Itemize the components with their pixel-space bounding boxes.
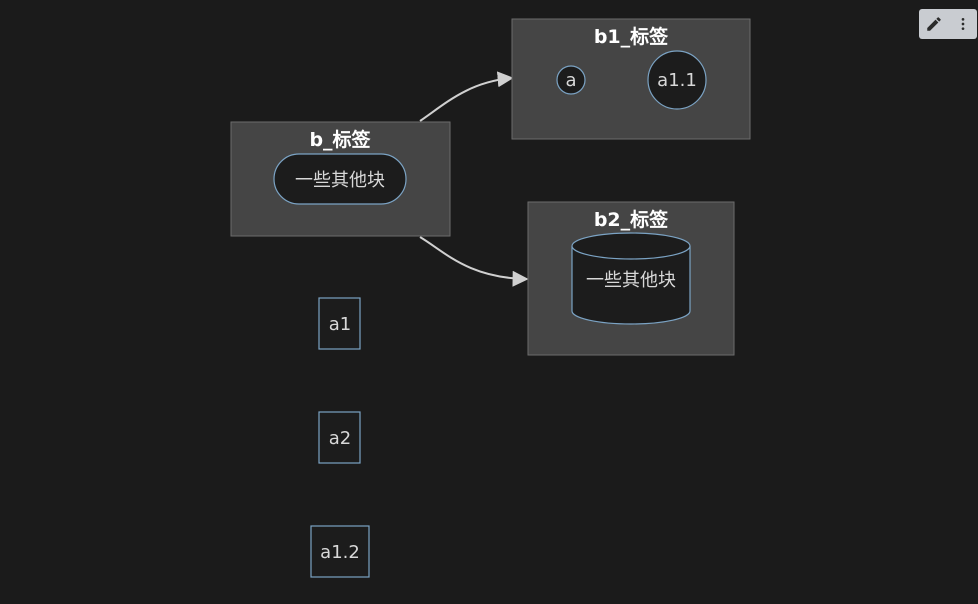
node-a2[interactable]: a2 [318, 411, 361, 464]
cluster-b2-title: b2_标签 [594, 208, 669, 231]
cluster-b-title: b_标签 [309, 128, 371, 151]
cluster-b[interactable]: b_标签 一些其他块 [230, 121, 451, 237]
node-cylinder-label: 一些其他块 [586, 270, 676, 291]
node-a1[interactable]: a1 [318, 297, 361, 350]
edge-b-to-b1 [419, 71, 514, 122]
node-a1-label: a1 [329, 314, 351, 335]
edge-b-to-b2 [419, 236, 529, 287]
diagram-toolbar [919, 9, 977, 39]
edit-button[interactable] [922, 12, 946, 36]
cluster-b1-title: b1_标签 [594, 25, 669, 48]
node-stadium-label: 一些其他块 [295, 170, 385, 191]
node-circle-a1-1-label: a1.1 [657, 70, 697, 91]
cluster-b1[interactable]: b1_标签 a a1.1 [511, 18, 751, 140]
node-cylinder[interactable]: 一些其他块 [571, 232, 691, 325]
node-a1-2[interactable]: a1.2 [310, 525, 370, 578]
node-a1-2-label: a1.2 [320, 542, 360, 563]
pencil-icon [926, 17, 941, 31]
node-circle-a1-1[interactable]: a1.1 [647, 50, 707, 110]
cluster-b2[interactable]: b2_标签 一些其他块 [527, 201, 735, 356]
node-circle-a[interactable]: a [556, 65, 586, 95]
more-vertical-icon [961, 18, 964, 30]
more-options-button[interactable] [951, 12, 975, 36]
node-stadium[interactable]: 一些其他块 [273, 153, 407, 205]
node-a2-label: a2 [329, 428, 351, 449]
node-circle-a-label: a [565, 70, 576, 91]
